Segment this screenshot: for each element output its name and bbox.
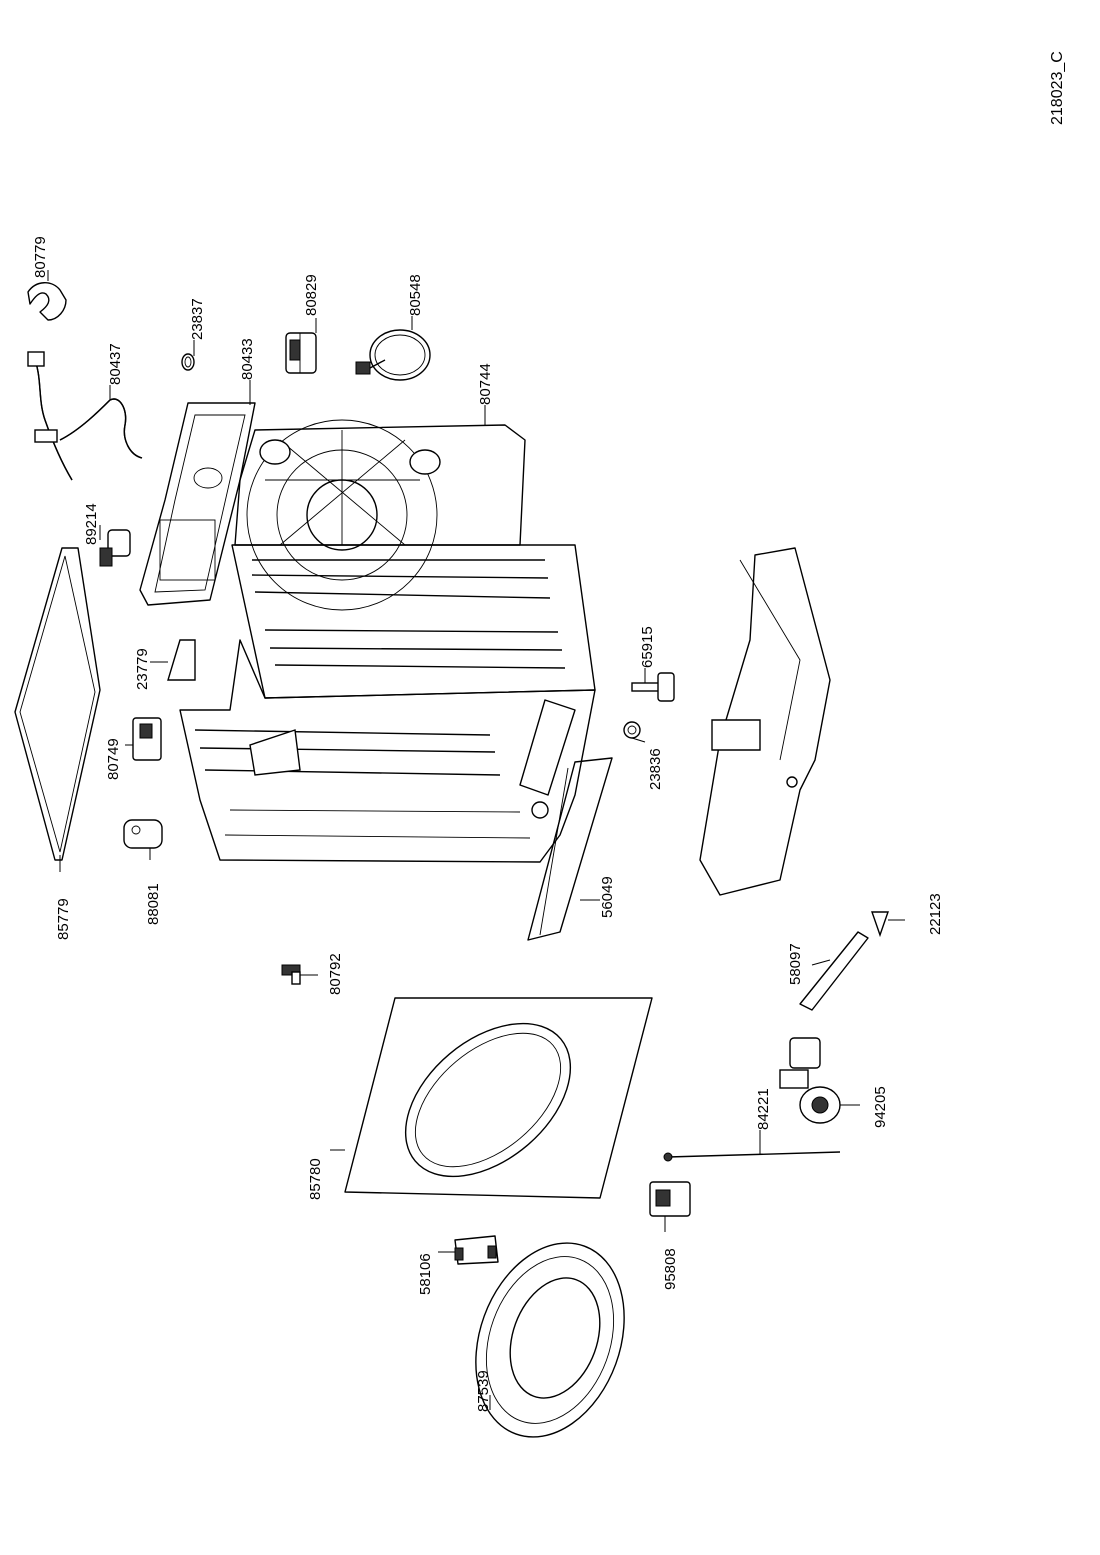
label-85780: 85780 xyxy=(307,1158,324,1200)
part-23836-clamp xyxy=(623,721,641,739)
label-80744: 80744 xyxy=(477,363,494,405)
label-56049: 56049 xyxy=(599,876,616,918)
label-94205: 94205 xyxy=(872,1086,889,1128)
label-80792: 80792 xyxy=(327,953,344,995)
label-80437: 80437 xyxy=(107,343,124,385)
label-80548: 80548 xyxy=(407,274,424,316)
part-58097-drain-hose xyxy=(799,931,869,1011)
part-22123-hose-clip xyxy=(871,911,889,938)
label-87539: 87539 xyxy=(475,1370,492,1412)
label-80749: 80749 xyxy=(105,738,122,780)
label-80433: 80433 xyxy=(239,338,256,380)
label-88081: 88081 xyxy=(145,883,162,925)
label-23836: 23836 xyxy=(647,748,664,790)
label-58106: 58106 xyxy=(417,1253,434,1295)
part-94205-drain-pump xyxy=(779,1037,841,1124)
part-80437-fill-hose xyxy=(27,351,143,481)
label-89214: 89214 xyxy=(83,503,100,545)
part-80829-connector xyxy=(285,332,317,374)
label-95808: 95808 xyxy=(662,1248,679,1290)
part-80744-back-panel xyxy=(234,419,526,611)
part-cabinet-frame xyxy=(179,639,596,863)
leader-58097 xyxy=(811,959,831,966)
label-85779: 85779 xyxy=(55,898,72,940)
drawing-code: 218023_C xyxy=(1049,51,1066,125)
part-80779-hose-clip xyxy=(27,282,67,321)
part-95808-door-interlock xyxy=(649,1181,691,1217)
part-base-frame xyxy=(699,547,831,896)
label-58097: 58097 xyxy=(787,943,804,985)
label-65915: 65915 xyxy=(639,626,656,668)
part-56049-kick-plate xyxy=(527,757,613,941)
part-80749-door-lock xyxy=(132,717,162,761)
part-84221-sensor xyxy=(663,1151,841,1162)
part-65915-foot xyxy=(631,672,675,702)
part-88081-pressure-switch xyxy=(123,819,163,849)
part-80792-bracket xyxy=(281,964,301,985)
part-89214-valve xyxy=(99,529,131,567)
part-80433-dispenser-housing xyxy=(139,402,256,606)
label-80829: 80829 xyxy=(303,274,320,316)
part-23837-clamp xyxy=(181,353,195,371)
label-80779: 80779 xyxy=(32,236,49,278)
leader-23836 xyxy=(631,737,646,743)
part-cabinet-side-panel xyxy=(231,544,596,699)
part-58106-hinge xyxy=(454,1235,499,1265)
part-80548-power-cord xyxy=(355,329,431,381)
label-22123: 22123 xyxy=(927,893,944,935)
label-84221: 84221 xyxy=(755,1088,772,1130)
label-23779: 23779 xyxy=(134,648,151,690)
part-87539-door xyxy=(475,1242,625,1438)
part-85779-top-panel xyxy=(14,547,101,861)
label-23837: 23837 xyxy=(189,298,206,340)
part-85780-front-panel xyxy=(344,997,653,1199)
part-23779-bracket xyxy=(167,639,196,681)
